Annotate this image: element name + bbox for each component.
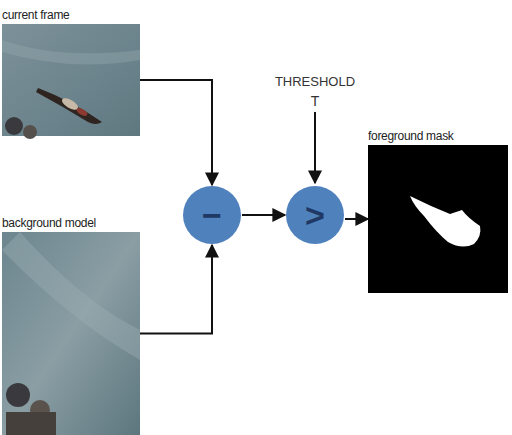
threshold-symbol: T — [311, 93, 320, 109]
foreground-mask-image — [368, 145, 508, 293]
operator-symbol: − — [202, 198, 222, 232]
threshold-label: THRESHOLD — [275, 74, 355, 89]
frame-image: current frame — [2, 24, 140, 136]
image-heading: background model — [2, 216, 96, 230]
threshold-arrow — [314, 112, 316, 183]
compare-circle: > — [285, 185, 345, 245]
image-heading: foreground mask — [368, 129, 454, 143]
operator-circle — [286, 186, 344, 244]
current-frame-photo — [2, 24, 140, 139]
background-model-photo — [2, 232, 140, 435]
operator-circle — [183, 186, 241, 244]
operator-symbol: > — [305, 198, 325, 232]
mask-image: foreground mask — [368, 145, 508, 293]
flow-arrow — [140, 80, 212, 185]
image-heading: current frame — [2, 8, 69, 22]
flow-arrow — [345, 218, 368, 220]
background-image: background model — [2, 232, 140, 435]
subtract-circle: − — [182, 185, 242, 245]
flow-arrow — [140, 245, 212, 334]
flow-arrow — [242, 214, 285, 216]
